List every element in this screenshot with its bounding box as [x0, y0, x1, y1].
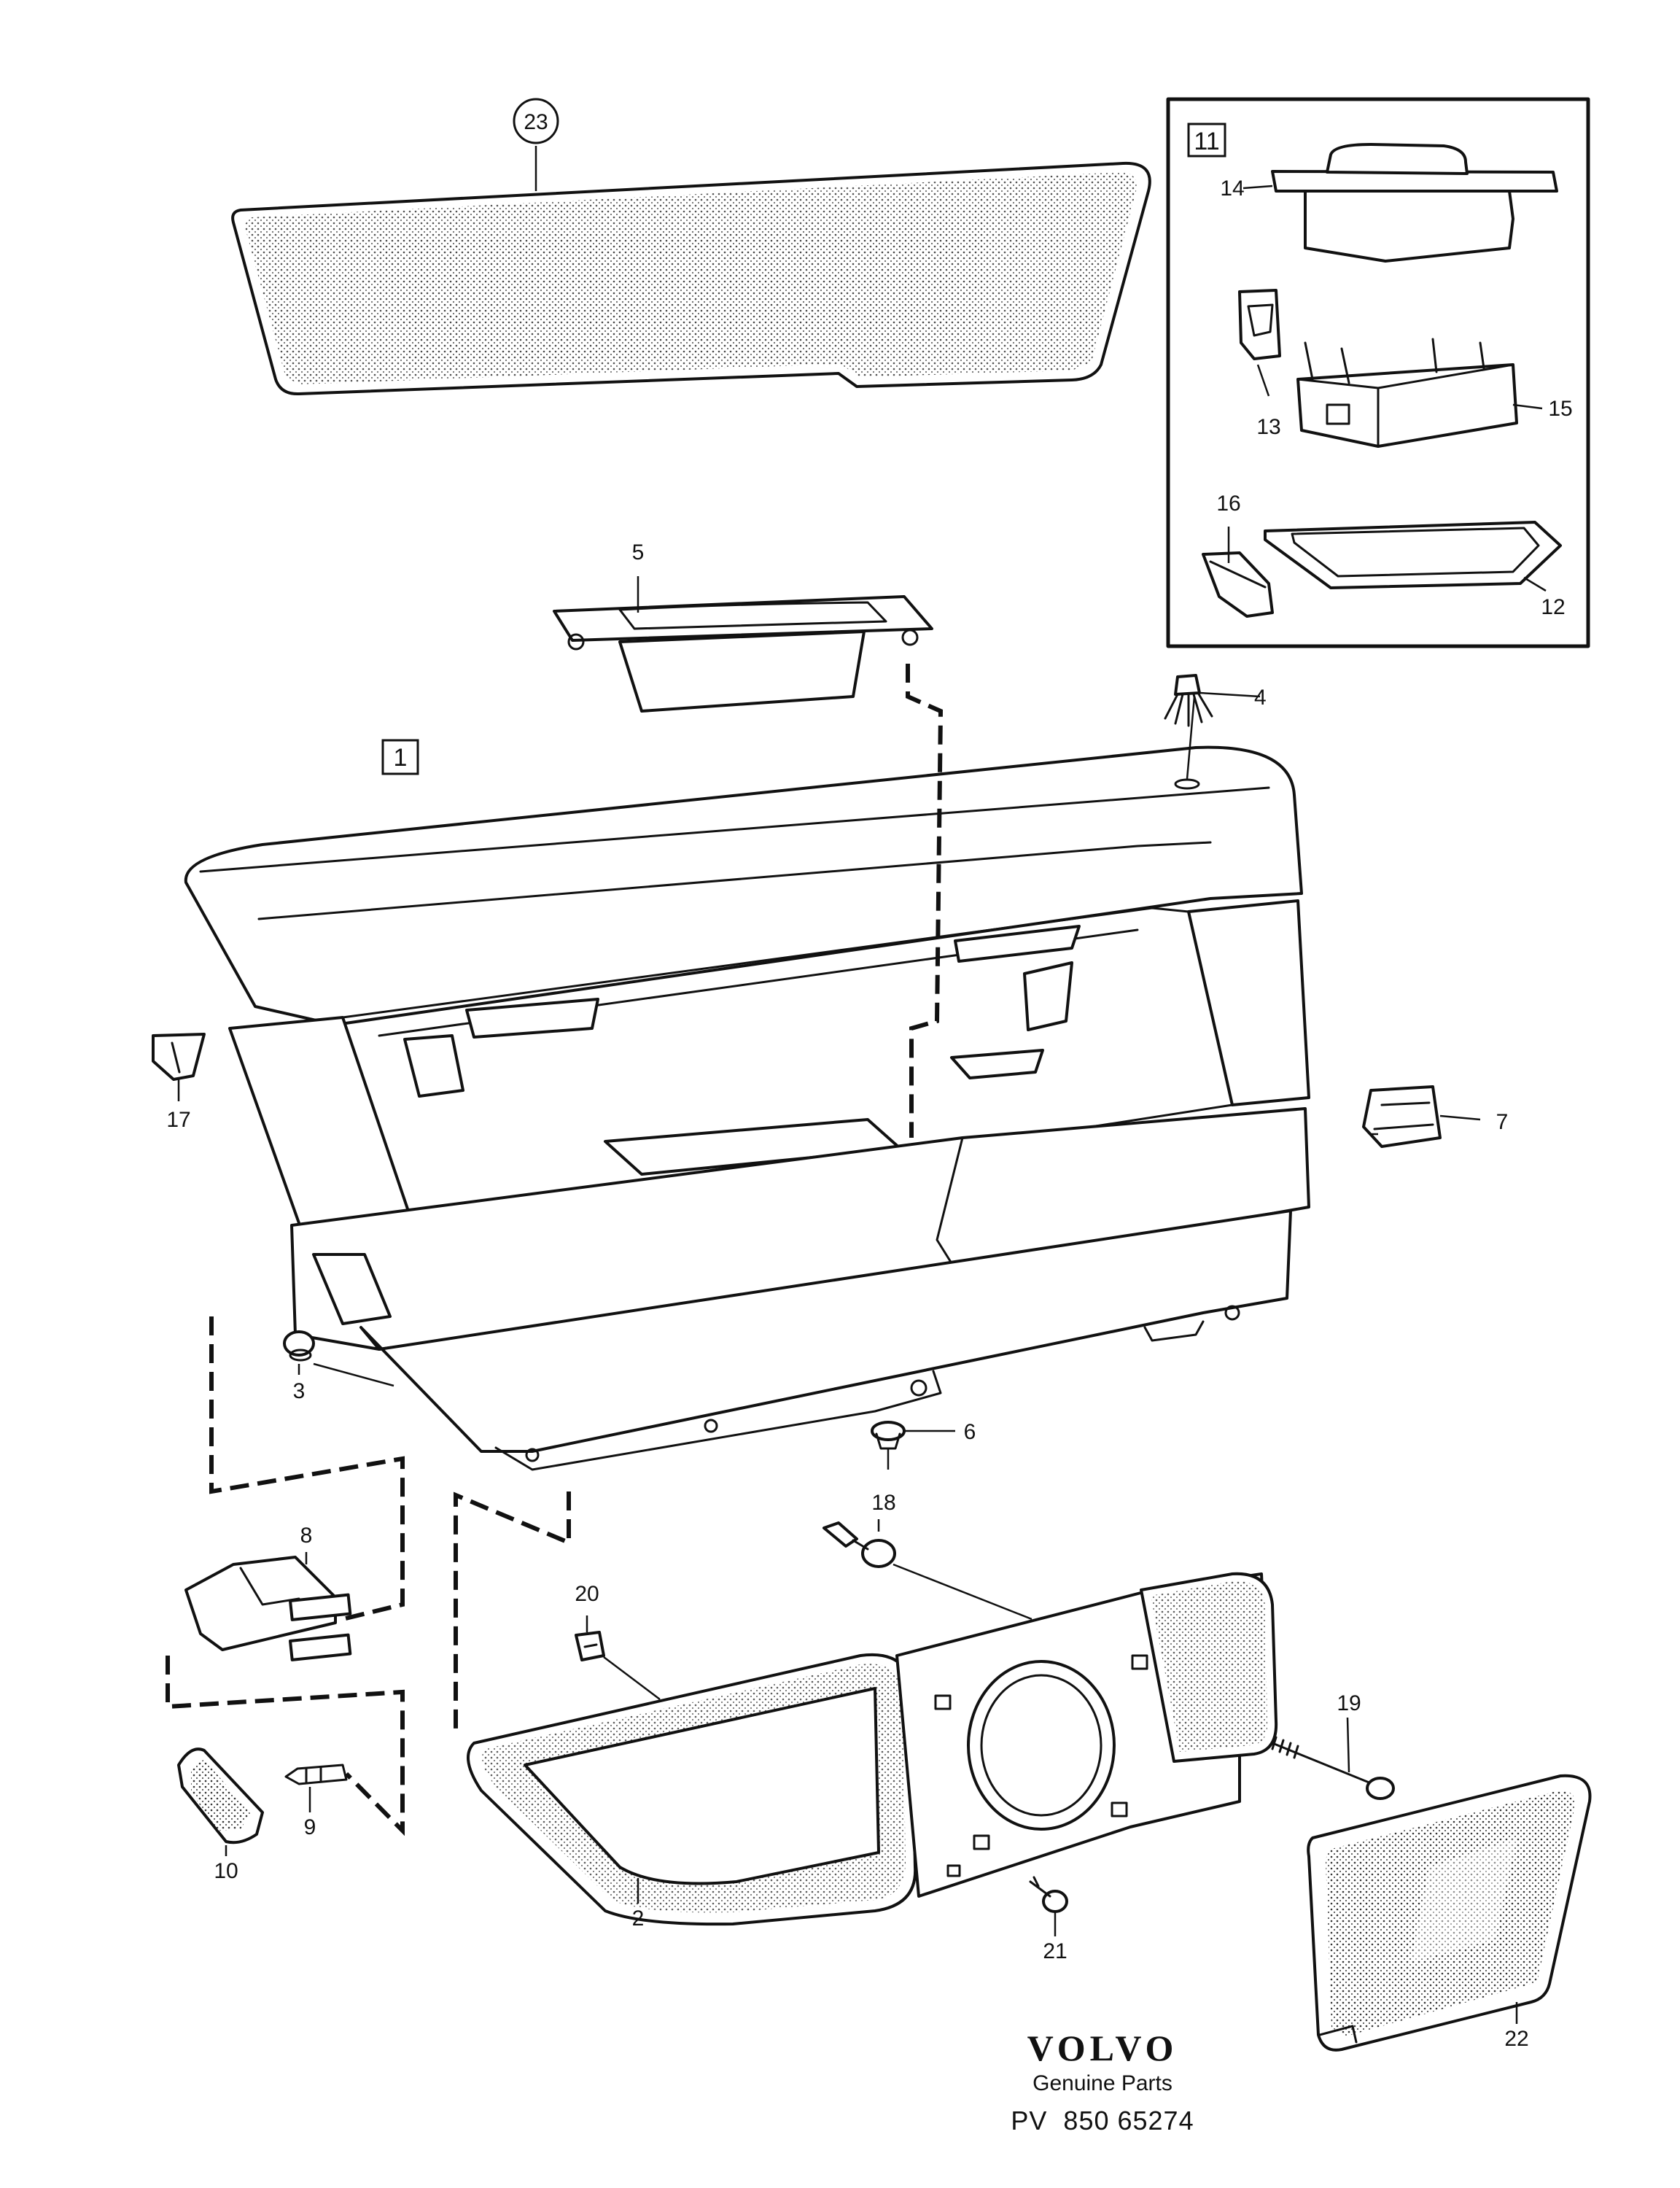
- callout-7: 7: [1496, 1110, 1509, 1134]
- lower-pocket-2: [467, 1572, 1278, 1926]
- callout-10: 10: [214, 1859, 238, 1883]
- svg-text:23: 23: [524, 110, 548, 134]
- nut-20: [575, 1631, 605, 1661]
- spring-clip-9: [284, 1764, 348, 1785]
- bracket-8: [184, 1556, 352, 1661]
- tray-lid-14: [1271, 143, 1558, 263]
- callout-11: 11: [1187, 123, 1226, 158]
- assembly-lines: [166, 664, 944, 1836]
- part-code: PV 850 65274: [1011, 2106, 1194, 2135]
- callout-23: 23: [513, 98, 559, 144]
- callout-17: 17: [166, 1108, 190, 1132]
- callout-8: 8: [300, 1524, 313, 1548]
- clip-16: [1202, 551, 1274, 618]
- callout-22: 22: [1504, 2027, 1528, 2051]
- callout-15: 15: [1548, 397, 1572, 421]
- cup-insert-5: [553, 595, 933, 713]
- plug-18: [822, 1521, 896, 1568]
- callout-18: 18: [871, 1491, 895, 1515]
- callout-2: 2: [632, 1906, 645, 1931]
- callout-6: 6: [964, 1420, 976, 1444]
- clip-7: [1362, 1085, 1442, 1148]
- grommet-3: [283, 1330, 315, 1362]
- gasket-12: [1264, 521, 1562, 589]
- callout-14: 14: [1220, 176, 1244, 201]
- callout-13: 13: [1256, 415, 1280, 439]
- screw-19: [1271, 1736, 1395, 1800]
- callout-20: 20: [575, 1582, 599, 1606]
- callout-9: 9: [304, 1815, 316, 1839]
- clip-13: [1238, 289, 1281, 360]
- trim-panel-23: [231, 161, 1151, 396]
- callout-19: 19: [1337, 1691, 1361, 1715]
- callout-3: 3: [293, 1379, 306, 1403]
- grommet-6: [871, 1421, 906, 1450]
- leader-lines: [177, 146, 1547, 2024]
- clip-17: [152, 1033, 206, 1081]
- volvo-logo: VOLVO Genuine Parts PV 850 65274: [1011, 2028, 1194, 2135]
- callout-1: 1: [381, 739, 419, 775]
- svg-text:1: 1: [394, 744, 408, 772]
- brand-name: VOLVO: [1027, 2028, 1178, 2068]
- inset-kit-11: [1166, 97, 1590, 648]
- callout-16: 16: [1216, 492, 1240, 516]
- callout-4: 4: [1254, 686, 1267, 710]
- screw-21: [1029, 1876, 1068, 1913]
- callout-5: 5: [632, 540, 645, 565]
- genuine-parts-label: Genuine Parts: [1032, 2071, 1172, 2095]
- speaker-grille-22: [1307, 1774, 1592, 2052]
- cover-10: [177, 1747, 264, 1844]
- callout-12: 12: [1541, 595, 1565, 619]
- callout-21: 21: [1043, 1939, 1067, 1963]
- door-panel-1: [184, 745, 1310, 1471]
- box-15: [1296, 338, 1518, 448]
- svg-text:11: 11: [1194, 128, 1219, 155]
